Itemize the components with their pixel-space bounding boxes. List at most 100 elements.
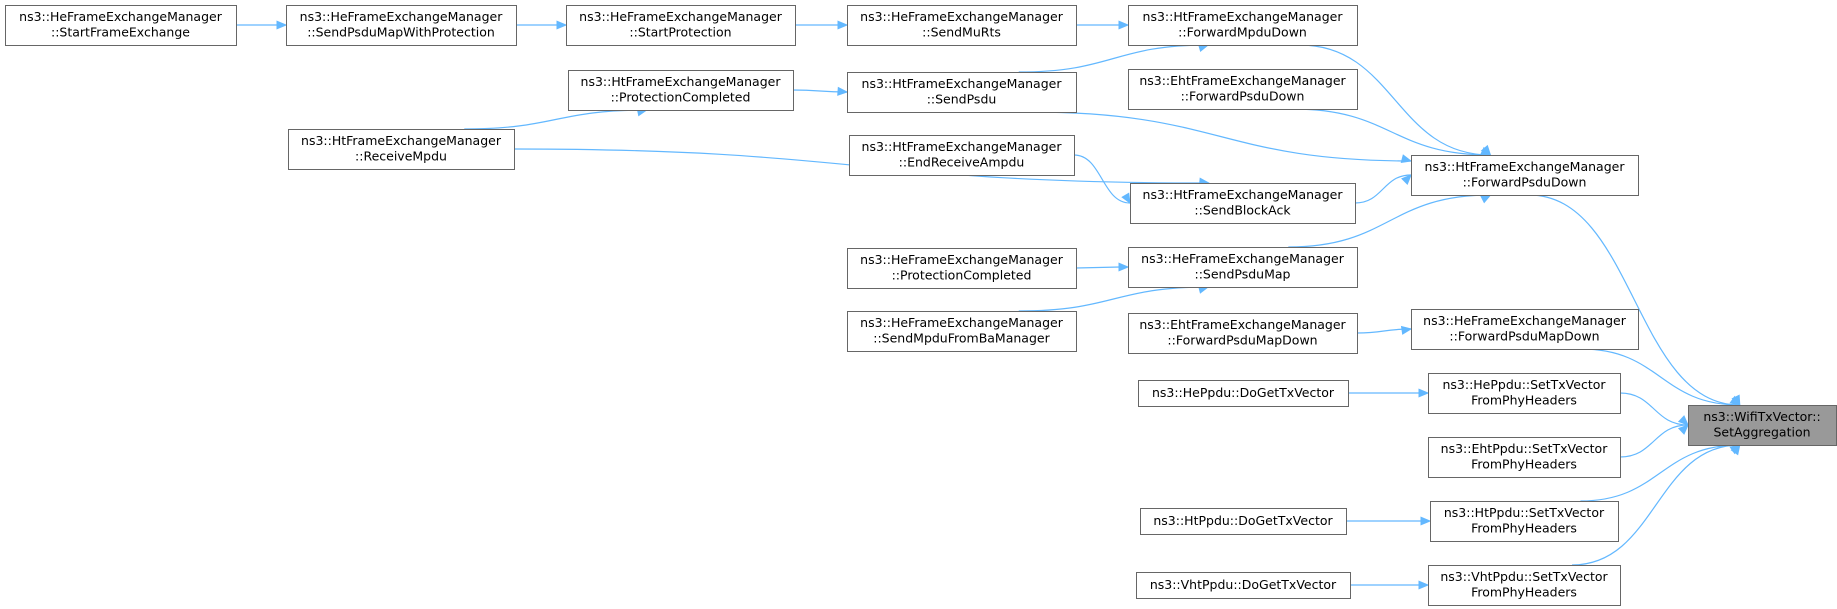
node-stp[interactable]: ns3::HeFrameExchangeManager::StartProtec… <box>566 5 796 46</box>
node-spm[interactable]: ns3::HeFrameExchangeManager::SendPsduMap <box>1128 247 1358 288</box>
node-label-line: ::SendMpduFromBaManager <box>873 331 1050 346</box>
node-label-line: ns3::WifiTxVector:: <box>1703 409 1820 424</box>
node-label-line: ns3::HePpdu::SetTxVector <box>1442 377 1606 392</box>
node-label-line: ns3::HeFrameExchangeManager <box>860 315 1064 330</box>
node-sp[interactable]: ns3::HtFrameExchangeManager::SendPsdu <box>847 72 1077 113</box>
node-label-line: ::StartFrameExchange <box>51 25 190 40</box>
node-label-line: ns3::VhtPpdu::SetTxVector <box>1440 569 1608 584</box>
node-box <box>1128 247 1358 288</box>
node-label-line: ns3::HeFrameExchangeManager <box>300 9 504 24</box>
edge-smr-to-fmd <box>1076 20 1130 30</box>
arrowhead <box>1479 146 1492 156</box>
edge-stp-to-smr <box>795 20 849 30</box>
edge-line <box>1292 108 1491 156</box>
node-efpd[interactable]: ns3::EhtFrameExchangeManager::ForwardPsd… <box>1128 69 1358 110</box>
edge-sp-to-fmd <box>1018 43 1210 73</box>
node-label-line: ::SendBlockAck <box>1194 203 1291 218</box>
edge-sp-to-fpd <box>1030 111 1413 164</box>
node-hfpmd[interactable]: ns3::HeFrameExchangeManager::ForwardPsdu… <box>1411 309 1639 350</box>
node-label-line: ns3::HtFrameExchangeManager <box>862 139 1063 154</box>
edge-spmp-to-stp <box>516 20 568 30</box>
node-vhtdo[interactable]: ns3::VhtPpdu::DoGetTxVector <box>1136 572 1351 599</box>
node-fpd[interactable]: ns3::HtFrameExchangeManager::ForwardPsdu… <box>1411 155 1639 196</box>
edge-line <box>1580 444 1740 502</box>
edge-line <box>1073 154 1131 204</box>
node-smr[interactable]: ns3::HeFrameExchangeManager::SendMuRts <box>847 5 1077 46</box>
edge-line <box>1030 111 1412 162</box>
node-label-line: ::SendPsdu <box>927 92 997 107</box>
call-graph-nodes: ns3::WifiTxVector::SetAggregationns3::Ht… <box>5 5 1837 606</box>
node-label-line: ::ReceiveMpdu <box>355 149 447 164</box>
call-graph-edges <box>236 20 1741 590</box>
edge-hfpmd-to-root <box>1581 348 1741 406</box>
node-label-line: ns3::HtFrameExchangeManager <box>1143 9 1344 24</box>
node-era[interactable]: ns3::HtFrameExchangeManager::EndReceiveA… <box>849 135 1075 176</box>
edge-heset-to-root <box>1619 392 1689 426</box>
node-box <box>1688 405 1837 446</box>
arrowhead <box>1479 194 1492 204</box>
node-label-line: ns3::EhtFrameExchangeManager <box>1139 317 1346 332</box>
edge-ehtset-to-root <box>1619 424 1689 458</box>
node-sfe[interactable]: ns3::HeFrameExchangeManager::StartFrameE… <box>5 5 237 46</box>
edge-htpc-to-sp <box>792 86 849 96</box>
node-label-line: ns3::HeFrameExchangeManager <box>1423 313 1627 328</box>
edge-sfe-to-spmp <box>236 20 288 30</box>
edge-hedo-to-heset <box>1348 388 1430 398</box>
node-root[interactable]: ns3::WifiTxVector::SetAggregation <box>1688 405 1837 446</box>
node-box <box>1128 5 1358 46</box>
arrowhead <box>1677 424 1689 435</box>
arrowhead <box>1730 443 1741 456</box>
node-label-line: ::SendPsduMap <box>1195 267 1291 282</box>
node-box <box>568 70 794 111</box>
node-label-line: ::ProtectionCompleted <box>611 90 751 105</box>
node-label-line: ns3::HeFrameExchangeManager <box>19 9 223 24</box>
node-label-line: ::SendPsduMapWithProtection <box>307 25 495 40</box>
node-label-line: ns3::HtFrameExchangeManager <box>1143 187 1344 202</box>
arrowhead <box>1121 192 1131 205</box>
node-label-line: ::EndReceiveAmpdu <box>899 155 1025 170</box>
node-box <box>847 311 1077 352</box>
edge-line <box>1299 44 1491 156</box>
node-rm[interactable]: ns3::HtFrameExchangeManager::ReceiveMpdu <box>288 129 515 170</box>
node-hedo[interactable]: ns3::HePpdu::DoGetTxVector <box>1138 380 1349 407</box>
node-label-line: ::ForwardMpduDown <box>1178 25 1307 40</box>
node-box <box>288 129 515 170</box>
node-hepc[interactable]: ns3::HeFrameExchangeManager::ProtectionC… <box>847 248 1077 289</box>
node-box <box>1411 155 1639 196</box>
edge-line <box>1018 286 1209 312</box>
node-label-line: ns3::HePpdu::DoGetTxVector <box>1152 385 1335 400</box>
node-label-line: ::ForwardPsduMapDown <box>1449 329 1599 344</box>
node-label-line: FromPhyHeaders <box>1471 521 1577 536</box>
node-htdo[interactable]: ns3::HtPpdu::DoGetTxVector <box>1140 508 1347 535</box>
arrowhead <box>1118 20 1130 30</box>
node-label-line: ns3::HtFrameExchangeManager <box>581 74 782 89</box>
arrowhead <box>556 20 568 30</box>
node-label-line: ns3::HeFrameExchangeManager <box>1141 251 1345 266</box>
node-spmp[interactable]: ns3::HeFrameExchangeManager::SendPsduMap… <box>286 5 517 46</box>
node-label-line: ns3::HtPpdu::DoGetTxVector <box>1153 513 1333 528</box>
arrowhead <box>1401 174 1412 185</box>
node-box <box>1128 313 1358 354</box>
node-label-line: ::ForwardPsduDown <box>1463 175 1587 190</box>
edge-efpd-to-fpd <box>1292 108 1492 156</box>
node-sba[interactable]: ns3::HtFrameExchangeManager::SendBlockAc… <box>1130 183 1356 224</box>
edge-line <box>1619 424 1689 458</box>
node-smfb[interactable]: ns3::HeFrameExchangeManager::SendMpduFro… <box>847 311 1077 352</box>
arrowhead <box>1418 580 1430 590</box>
node-box <box>847 248 1077 289</box>
node-label-line: ns3::VhtPpdu::DoGetTxVector <box>1150 577 1337 592</box>
node-label-line: ::ProtectionCompleted <box>892 268 1032 283</box>
edge-line <box>1288 194 1491 248</box>
node-fmd[interactable]: ns3::HtFrameExchangeManager::ForwardMpdu… <box>1128 5 1358 46</box>
arrowhead <box>837 20 849 30</box>
edge-era-to-sba <box>1073 154 1131 205</box>
edge-line <box>1571 444 1740 566</box>
node-efpmd[interactable]: ns3::EhtFrameExchangeManager::ForwardPsd… <box>1128 313 1358 354</box>
node-box <box>286 5 517 46</box>
node-htpc[interactable]: ns3::HtFrameExchangeManager::ProtectionC… <box>568 70 794 111</box>
